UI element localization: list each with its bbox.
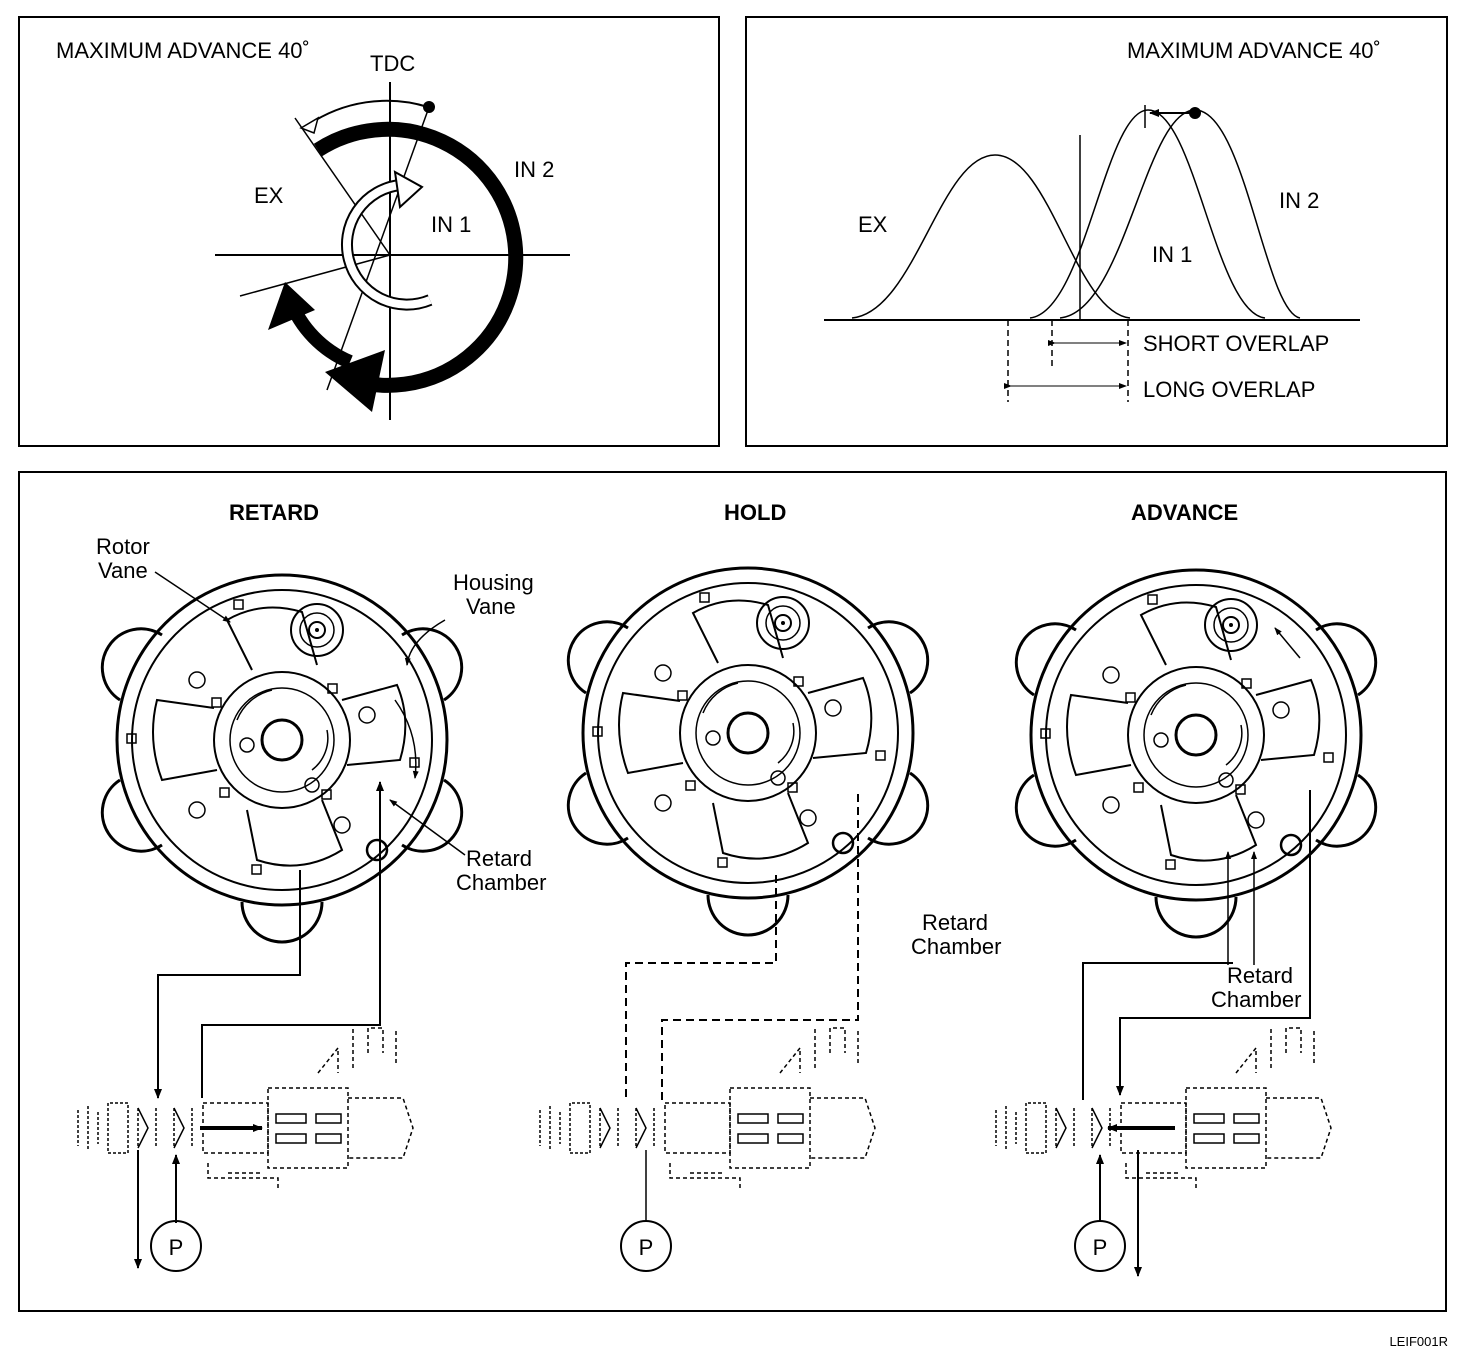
advance-phaser-unit	[1014, 568, 1378, 939]
short-overlap-label: SHORT OVERLAP	[1143, 331, 1329, 356]
bottom-panel	[18, 471, 1447, 1312]
hold-retard-chamber-label-1: Retard	[922, 910, 988, 935]
in2-curve-label: IN 2	[1279, 188, 1319, 213]
long-overlap-label: LONG OVERLAP	[1143, 377, 1315, 402]
top-right-panel	[745, 16, 1448, 447]
in2-arrowhead-icon	[325, 350, 385, 412]
advance-retard-chamber-label-2: Chamber	[1211, 987, 1301, 1012]
ex-label: EX	[254, 183, 284, 208]
hold-phaser-unit	[566, 566, 930, 937]
hold-pressure-source	[620, 1220, 672, 1272]
figure-code: LEIF001R	[1389, 1334, 1448, 1349]
housing-vane-label-1: Housing	[453, 570, 534, 595]
retard-diagram: RETARD Rotor Vane Housing Vane Retard Ch…	[77, 500, 546, 1272]
advance-retard-chamber-label-1: Retard	[1227, 963, 1293, 988]
rotor-vane-label-2: Vane	[98, 558, 148, 583]
advance-pressure-label: P	[1093, 1235, 1108, 1260]
rotor-vane-label-1: Rotor	[96, 534, 150, 559]
top-left-title: MAXIMUM ADVANCE 40˚	[56, 38, 310, 63]
advance-pressure-source	[1074, 1220, 1126, 1272]
retard-pressure-label: P	[169, 1235, 184, 1260]
hold-retard-chamber-label-2: Chamber	[911, 934, 1001, 959]
hold-control-valve	[539, 1027, 876, 1189]
retard-pressure-source	[150, 1220, 202, 1272]
timing-circle-diagram: MAXIMUM ADVANCE 40˚ TDC EX IN 1 IN 2	[56, 38, 570, 420]
advance-diagram: ADVANCE Retard Chamber P	[995, 500, 1378, 1277]
valve-lift-diagram: MAXIMUM ADVANCE 40˚ EX IN 1 IN 2 SHORT O…	[824, 38, 1381, 402]
advance-title: ADVANCE	[1131, 500, 1238, 525]
ex-curve-label: EX	[858, 212, 888, 237]
retard-chamber-label-2: Chamber	[456, 870, 546, 895]
in2-arc	[313, 121, 524, 393]
tdc-label: TDC	[370, 51, 415, 76]
in2-label: IN 2	[514, 157, 554, 182]
advance-control-valve	[995, 1027, 1332, 1189]
retard-phaser-unit	[100, 573, 464, 944]
advance-arrowhead-icon	[299, 116, 320, 134]
top-left-panel	[18, 16, 720, 447]
advance-dot	[423, 101, 435, 113]
ex-arrowhead-icon	[268, 282, 315, 330]
in1-curve	[1029, 109, 1266, 319]
retard-title: RETARD	[229, 500, 319, 525]
hold-pressure-label: P	[639, 1235, 654, 1260]
hold-diagram: HOLD Retard Chamber P	[539, 500, 1001, 1272]
advance-arc	[307, 99, 429, 126]
hold-title: HOLD	[724, 500, 786, 525]
in1-label: IN 1	[431, 212, 471, 237]
retard-chamber-label-1: Retard	[466, 846, 532, 871]
retard-control-valve	[77, 1027, 414, 1189]
in2-curve	[1059, 109, 1301, 319]
top-right-title: MAXIMUM ADVANCE 40˚	[1127, 38, 1381, 63]
ex-curve	[851, 154, 1131, 319]
inner-arrowhead-icon	[393, 170, 424, 210]
in1-curve-label: IN 1	[1152, 242, 1192, 267]
housing-vane-label-2: Vane	[466, 594, 516, 619]
